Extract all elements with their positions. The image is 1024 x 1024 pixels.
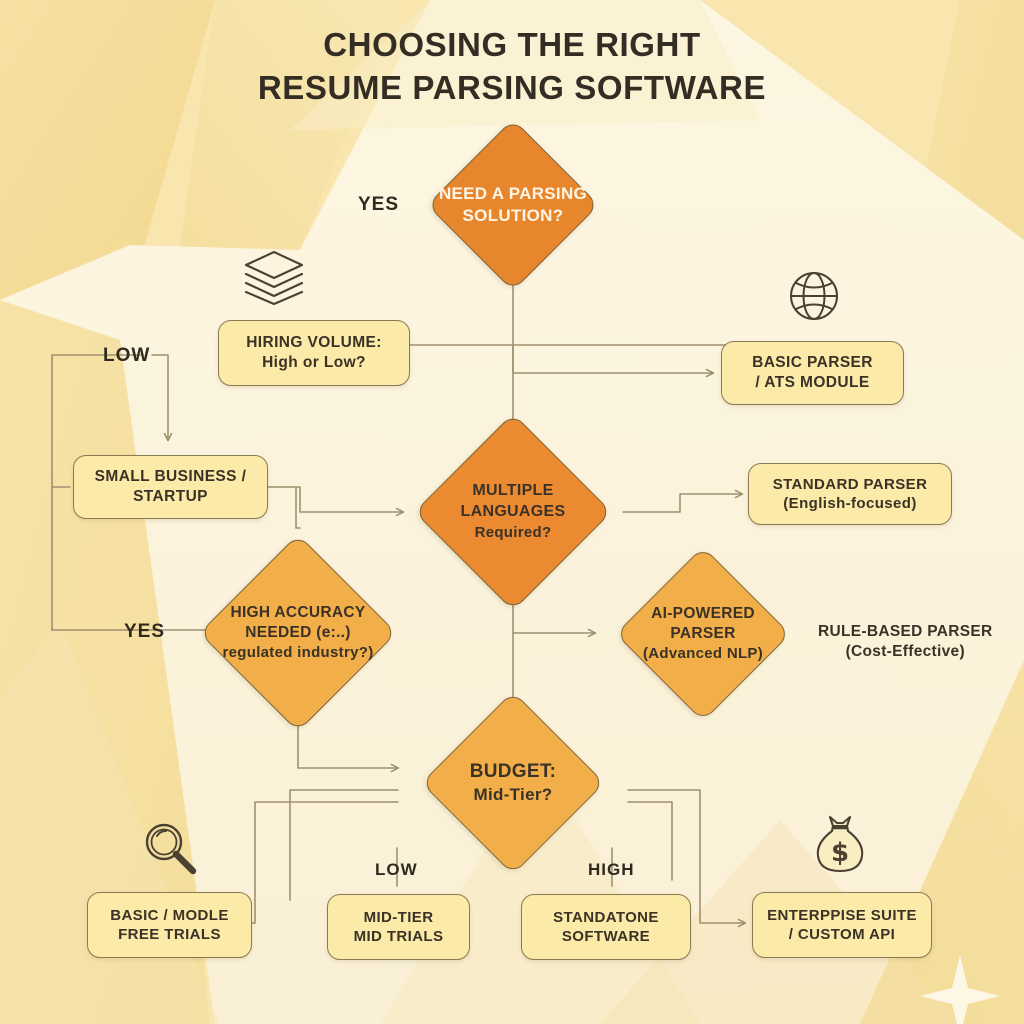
title-line-1: CHOOSING THE RIGHT xyxy=(323,26,701,63)
node-line-1: SMALL BUSINESS / xyxy=(94,468,247,486)
node-line-1: BASIC PARSER xyxy=(752,354,873,372)
node-line-2: FREE TRIALS xyxy=(118,926,221,943)
node-high-accuracy-needed[interactable]: HIGH ACCURACY NEEDED (e:..) regulated in… xyxy=(183,534,413,732)
edge-label-yes-top: YES xyxy=(358,194,400,215)
node-line-2: STARTUP xyxy=(133,488,208,505)
node-basic-module-free-trials[interactable]: BASIC / MODLE FREE TRIALS xyxy=(87,892,252,958)
node-hiring-volume[interactable]: HIRING VOLUME: High or Low? xyxy=(218,320,410,386)
node-standalone-software[interactable]: STANDATONE SOFTWARE xyxy=(521,894,691,960)
node-line-2: (Cost-Effective) xyxy=(845,643,965,661)
title-line-2: RESUME PARSING SOFTWARE xyxy=(257,68,767,106)
node-line-2: SOFTWARE xyxy=(561,928,651,945)
node-budget[interactable]: BUDGET: Mid-Tier? xyxy=(398,691,628,875)
diamond-shape xyxy=(414,413,612,611)
diamond-shape xyxy=(426,118,600,292)
node-small-business-startup[interactable]: SMALL BUSINESS / STARTUP xyxy=(73,455,268,519)
node-line-2: High or Low? xyxy=(262,354,366,371)
node-rule-based-parser: RULE-BASED PARSER (Cost-Effective) xyxy=(818,622,992,662)
node-line-1: STANDATONE xyxy=(553,908,659,926)
edge-label-low-left: LOW xyxy=(103,345,151,366)
node-basic-parser-ats[interactable]: BASIC PARSER / ATS MODULE xyxy=(721,341,904,405)
diamond-shape xyxy=(199,534,397,732)
edge-label-high-bottom: HIGH xyxy=(588,860,635,879)
node-line-1: MID-TIER xyxy=(363,908,434,926)
diamond-shape xyxy=(615,546,791,722)
node-line-1: RULE-BASED PARSER xyxy=(818,623,993,640)
node-standard-parser[interactable]: STANDARD PARSER (English-focused) xyxy=(748,463,952,525)
node-line-1: STANDARD PARSER xyxy=(772,475,928,493)
node-line-1: BASIC / MODLE xyxy=(110,906,229,924)
node-mid-tier-mid-trials[interactable]: MID-TIER MID TRIALS xyxy=(327,894,470,960)
node-multiple-languages[interactable]: MULTIPLE LANGUAGES Required? xyxy=(403,413,623,611)
node-line-2: (English-focused) xyxy=(783,495,917,512)
node-line-1: ENTERPPISE SUITE xyxy=(767,906,917,924)
node-line-1: HIRING VOLUME: xyxy=(246,334,382,352)
node-enterprise-suite-custom-api[interactable]: ENTERPPISE SUITE / CUSTOM API xyxy=(752,892,932,958)
edge-label-low-bottom: LOW xyxy=(375,860,418,879)
diamond-shape xyxy=(421,691,605,875)
edge-label-yes-left: YES xyxy=(124,621,166,642)
node-line-2: MID TRIALS xyxy=(353,928,444,945)
node-line-2: / CUSTOM API xyxy=(788,926,896,943)
node-need-parsing-solution[interactable]: NEED A PARSING SOLUTION? xyxy=(413,118,613,292)
node-line-2: / ATS MODULE xyxy=(755,374,870,391)
page-title: CHOOSING THE RIGHT RESUME PARSING SOFTWA… xyxy=(0,24,1024,110)
node-ai-powered-parser[interactable]: AI-POWERED PARSER (Advanced NLP) xyxy=(598,546,808,722)
